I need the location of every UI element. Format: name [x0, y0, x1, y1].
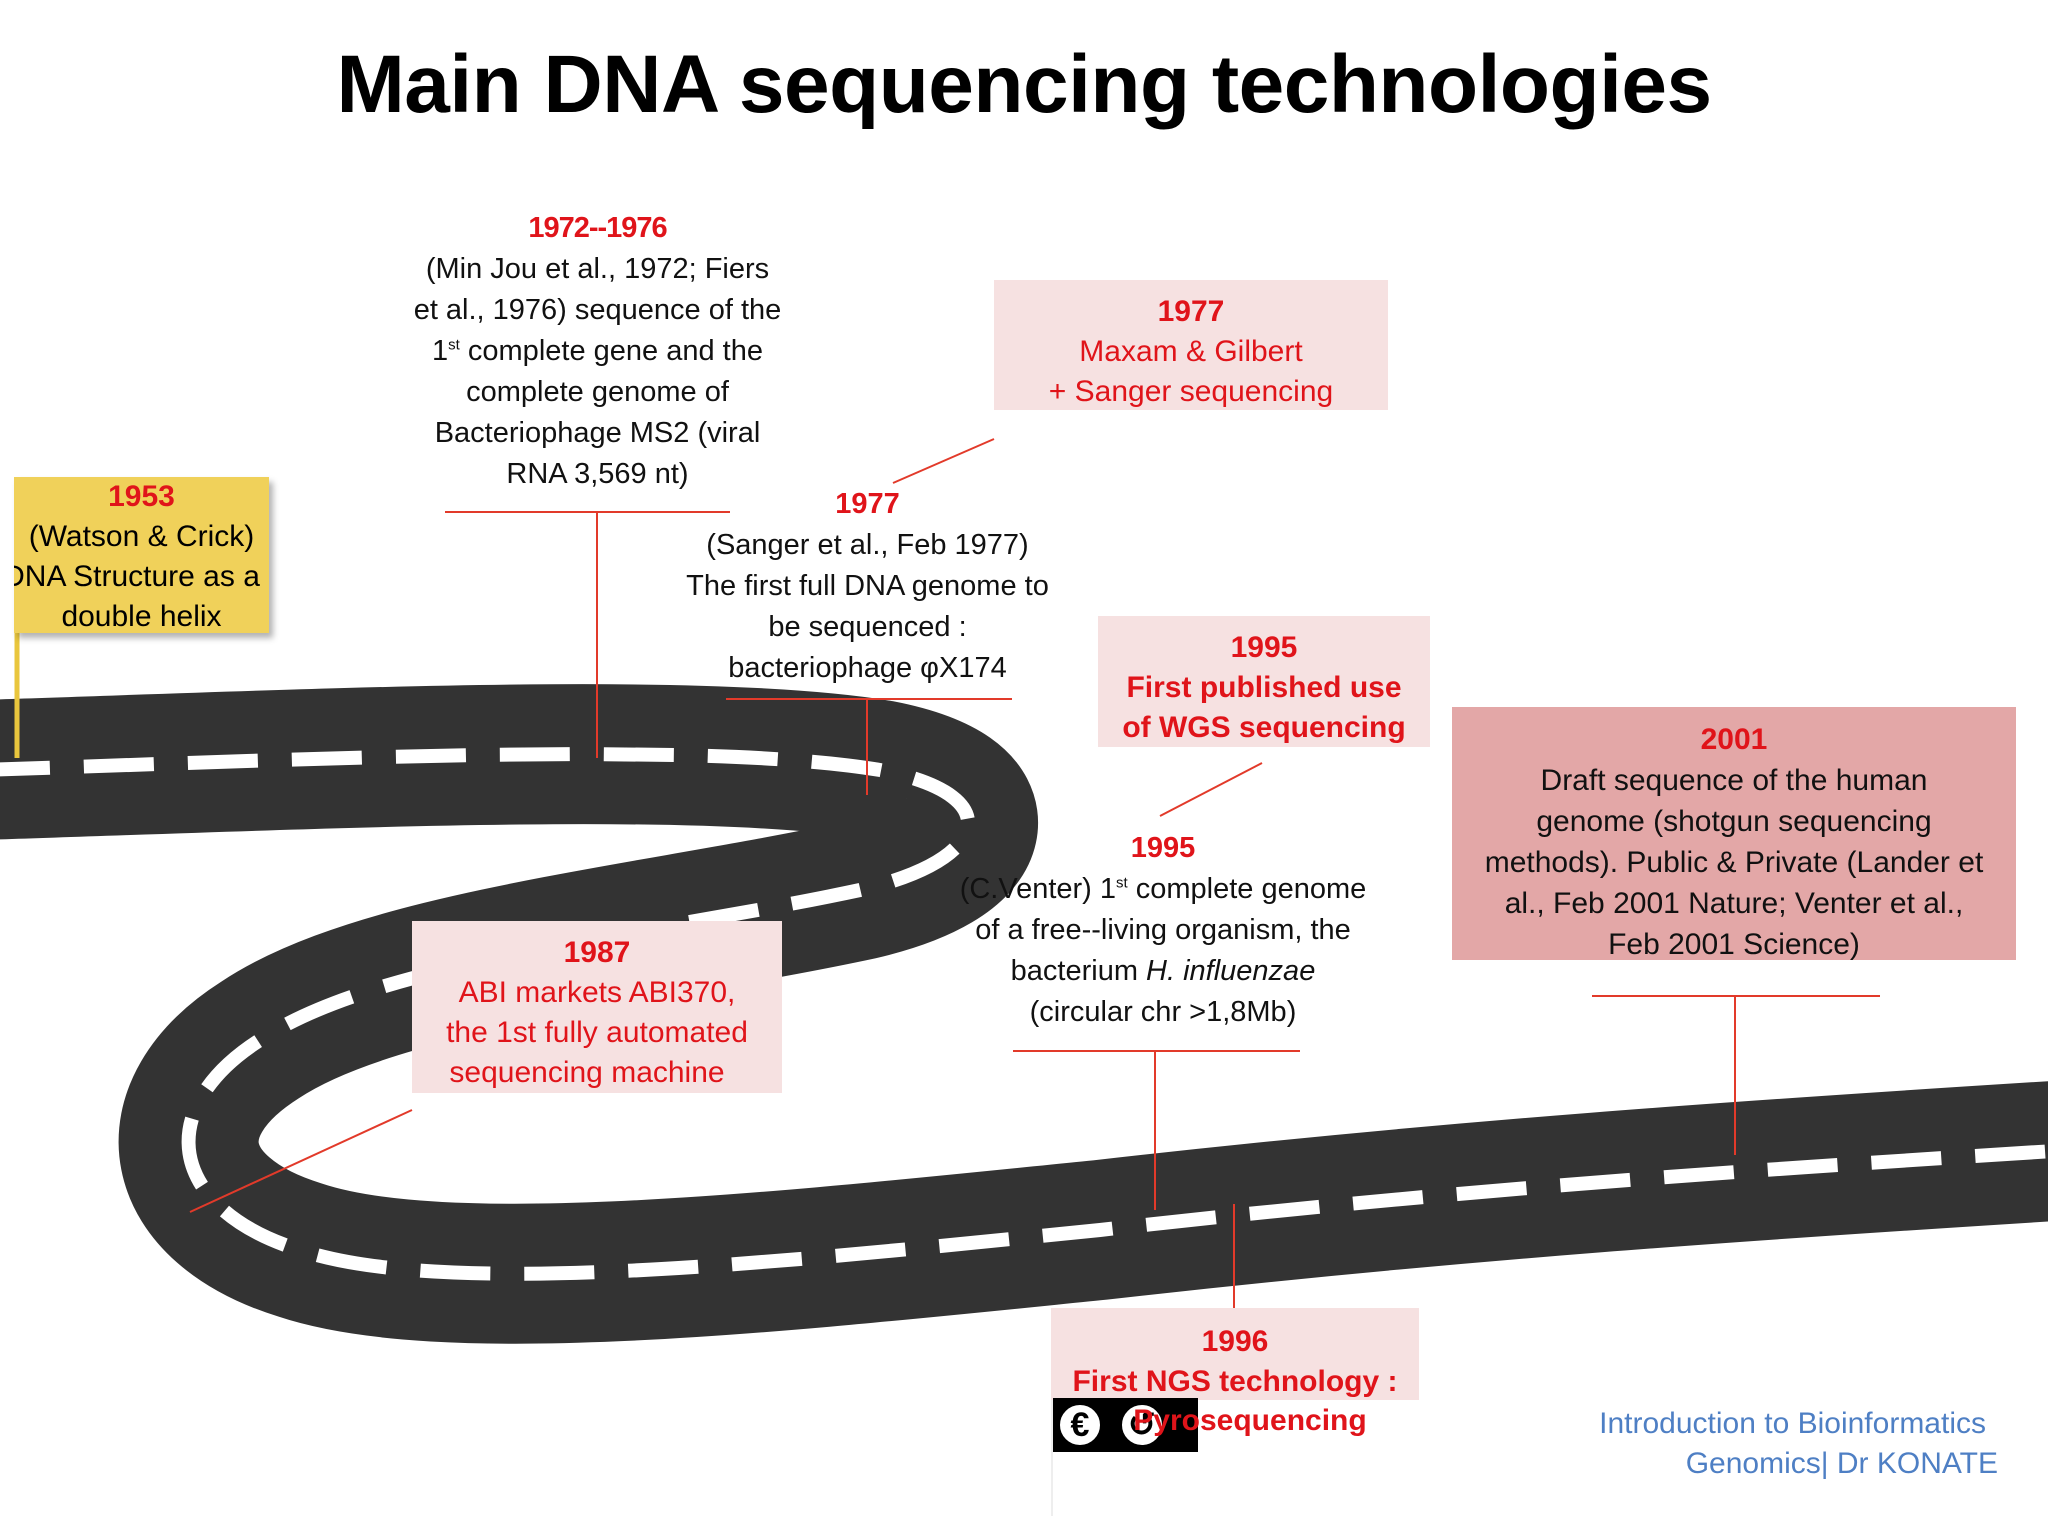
milestone-text: bacteriophage φX174 [728, 652, 1007, 684]
milestone-text: et al., 1976) sequence of the [413, 294, 782, 326]
milestone-text: ABI markets ABI370, [458, 976, 736, 1009]
milestone-text: genome (shotgun sequencing [1536, 805, 1932, 838]
milestone-text: Feb 2001 Science) [1608, 928, 1860, 961]
milestone-year: 1977 [835, 488, 900, 520]
milestone-year: 1987 [563, 936, 631, 969]
milestone-text: methods). Public & Private (Lander et [1484, 846, 1984, 879]
milestone-year: 1977 [1157, 295, 1225, 328]
milestone-1996: 1996 First NGS technology : [1051, 1308, 1419, 1400]
milestone-text: First published use [1126, 671, 1402, 704]
share-alike-icon: ↺ [1119, 1402, 1165, 1448]
milestone-text: Maxam & Gilbert [1079, 335, 1303, 368]
milestone-text: Draft sequence of the human [1540, 764, 1928, 797]
milestone-text: (Sanger et al., Feb 1977) [706, 529, 1029, 561]
milestone-year: 1953 [108, 480, 175, 513]
milestone-text: DNA Structure as a [14, 560, 260, 593]
milestone-year: 1995 [1230, 631, 1298, 664]
milestone-text: bacterium H. influenzae [1010, 955, 1316, 987]
milestone-text: (Min Jou et al., 1972; Fiers [425, 253, 770, 285]
page-title: Main DNA sequencing technologies [336, 39, 1712, 130]
milestone-1995-venter: 1995 (C.Venter) 1st complete genome of a… [928, 828, 1398, 1033]
milestone-text: of WGS sequencing [1122, 711, 1406, 744]
milestone-text: sequencing machine [449, 1056, 725, 1089]
milestone-1972-1976: 1972--1976 (Min Jou et al., 1972; Fiers … [380, 208, 815, 495]
milestone-text: First NGS technology : [1072, 1365, 1398, 1398]
milestone-text: 1st complete gene and the [432, 335, 763, 367]
milestone-text: (Watson & Crick) [28, 520, 255, 553]
milestone-year: 1972--1976 [528, 212, 667, 244]
milestone-1977-maxam-gilbert: 1977 Maxam & Gilbert + Sanger sequencing [994, 280, 1388, 410]
milestone-text: be sequenced : [768, 611, 967, 643]
footer: Introduction to Bioinformatics Genomics|… [1398, 1404, 1998, 1484]
milestone-year: 1995 [1130, 832, 1196, 864]
milestone-text: the 1st fully automated [446, 1016, 748, 1049]
milestone-text: + Sanger sequencing [1048, 375, 1334, 408]
milestone-year: 1996 [1201, 1325, 1269, 1358]
milestone-text: (circular chr >1,8Mb) [1029, 996, 1297, 1028]
milestone-text: Bacteriophage MS2 (viral [434, 417, 761, 449]
milestone-2001: 2001 Draft sequence of the human genome … [1452, 707, 2016, 961]
milestone-1977-sanger: 1977 (Sanger et al., Feb 1977) The first… [655, 484, 1080, 689]
milestone-text: The first full DNA genome to [686, 570, 1049, 602]
milestone-text: of a free--living organism, the [975, 914, 1351, 946]
milestone-text: (C.Venter) 1st complete genome [959, 873, 1367, 905]
road-lane-markings [0, 747, 2048, 1281]
noncommercial-icon: € [1057, 1402, 1103, 1448]
milestone-1953: 1953 (Watson & Crick) DNA Structure as a… [14, 477, 269, 633]
footer-course: Introduction to Bioinformatics [1599, 1407, 1986, 1440]
milestone-text: Pyrosequencing [1133, 1404, 1367, 1437]
milestone-year: 2001 [1700, 723, 1768, 756]
milestone-1987: 1987 ABI markets ABI370, the 1st fully a… [412, 921, 782, 1093]
milestone-1995-wgs: 1995 First published use of WGS sequenci… [1098, 616, 1430, 747]
milestone-text: RNA 3,569 nt) [506, 458, 689, 490]
connector-lines [189, 438, 1880, 1310]
creative-commons-badge: € ↺ [1053, 1398, 1198, 1452]
milestone-text: double helix [61, 600, 222, 633]
milestone-text: al., Feb 2001 Nature; Venter et al., [1504, 887, 1964, 920]
milestone-text: complete genome of [466, 376, 729, 408]
milestone-1996-line2: Pyrosequencing [1100, 1400, 1400, 1441]
footer-author: Genomics| Dr KONATE [1685, 1447, 1998, 1480]
